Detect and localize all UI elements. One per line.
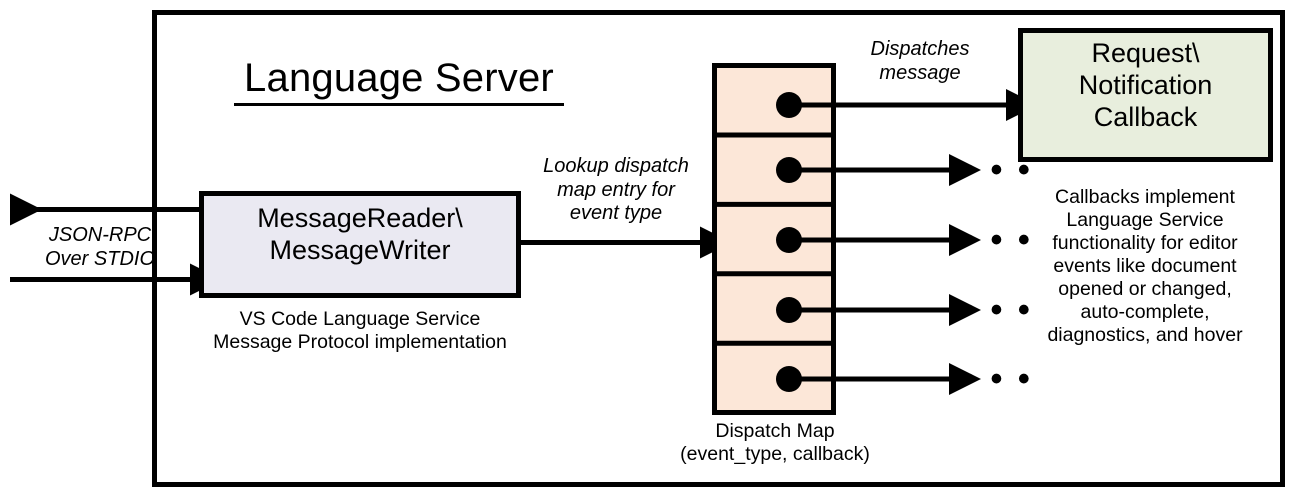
request-notification-callback-label: Request\ Notification Callback xyxy=(1078,38,1213,132)
language-server-boundary xyxy=(152,10,1285,487)
dispatch-entry-ellipsis: • • • xyxy=(963,221,1033,259)
message-reader-writer-label: MessageReader\ MessageWriter xyxy=(257,203,463,265)
message-reader-writer-box[interactable] xyxy=(199,191,521,298)
dispatch-entry-ellipsis: • • • xyxy=(963,360,1033,398)
dispatch-entry-ellipsis: • • • xyxy=(963,291,1033,329)
page-title: Language Server xyxy=(234,55,564,107)
dispatch-map-caption: Dispatch Map (event_type, callback) xyxy=(680,420,870,465)
message-reader-writer-caption: VS Code Language Service Message Protoco… xyxy=(213,308,507,353)
edge-label-lookup: Lookup dispatch map entry for event type xyxy=(543,155,689,225)
edge-label-external-io: JSON-RPC Over STDIO xyxy=(44,224,155,270)
dispatch-entry-ellipsis: • • • xyxy=(963,151,1033,189)
edge-label-dispatch: Dispatches message xyxy=(870,38,970,84)
request-notification-callback-box[interactable] xyxy=(1018,28,1273,162)
request-notification-callback-caption: Callbacks implement Language Service fun… xyxy=(1047,186,1243,346)
